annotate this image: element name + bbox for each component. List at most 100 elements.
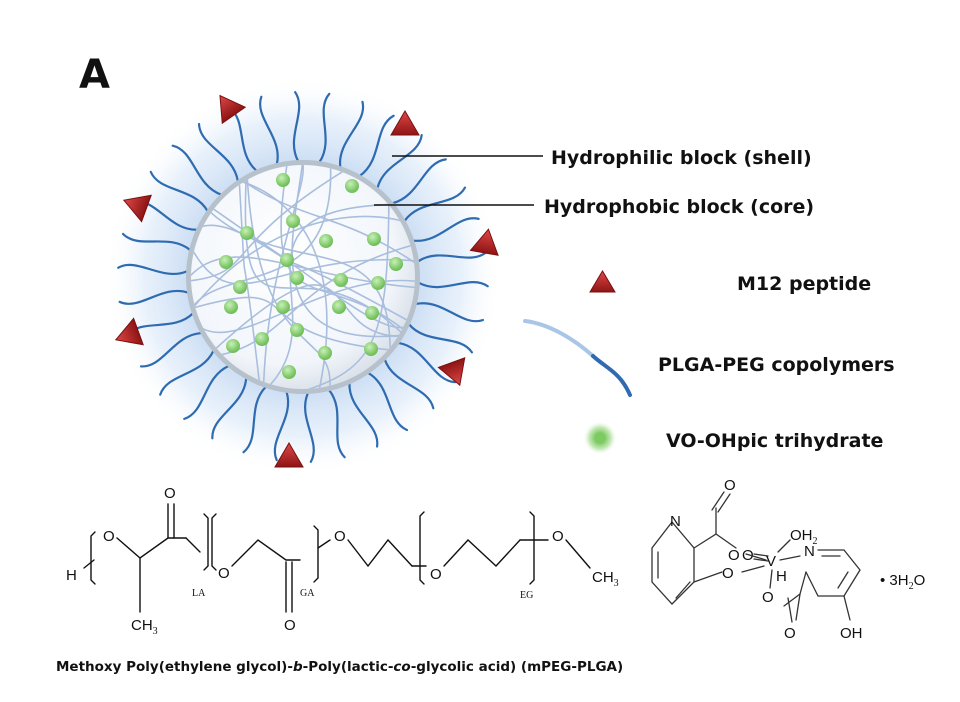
peg-chain bbox=[197, 122, 239, 183]
vo-ohpic-structure: N O O O O V OH2 H O N OH O • 3H2O bbox=[651, 477, 925, 642]
plga-strand bbox=[191, 165, 332, 315]
drug-bead bbox=[365, 306, 379, 320]
peg-chain bbox=[416, 251, 488, 263]
drug-bead bbox=[318, 346, 332, 360]
drug-bead bbox=[389, 257, 403, 271]
plga-segment-icon bbox=[523, 319, 595, 358]
peg-chain bbox=[412, 217, 480, 242]
ch3-group-2: CH3 bbox=[592, 569, 619, 589]
ga-subscript: GA bbox=[300, 588, 315, 599]
peg-chain bbox=[391, 158, 447, 205]
peg-chain bbox=[367, 371, 409, 432]
drug-bead bbox=[286, 214, 300, 228]
atom-o7: O bbox=[552, 528, 564, 545]
hydrate-label: • 3H2O bbox=[880, 572, 925, 592]
plga-strand bbox=[209, 284, 408, 354]
legend-peptide-label: M12 peptide bbox=[737, 273, 871, 295]
peg-chain bbox=[121, 232, 192, 252]
vo-atom-o-carbonyl1: O bbox=[724, 477, 736, 494]
peg-chain bbox=[318, 92, 331, 164]
drug-bead bbox=[226, 339, 240, 353]
peptide-triangle-icon bbox=[589, 270, 616, 293]
drug-bead bbox=[219, 255, 233, 269]
plga-strand bbox=[238, 175, 261, 389]
peg-chain bbox=[417, 281, 489, 289]
drug-bead bbox=[290, 271, 304, 285]
peg-chain bbox=[403, 186, 467, 223]
peg-chain bbox=[118, 289, 190, 305]
plga-strand bbox=[204, 206, 391, 360]
structure-caption: Methoxy Poly(ethylene glycol)-b-Poly(lac… bbox=[56, 659, 623, 675]
drug-bead bbox=[224, 300, 238, 314]
drug-bead bbox=[240, 226, 254, 240]
atom-o3: O bbox=[218, 565, 230, 582]
peg-chain bbox=[328, 388, 346, 459]
peg-chain bbox=[292, 91, 301, 163]
vo-atom-v: V bbox=[766, 553, 776, 570]
peg-segment-icon bbox=[591, 354, 632, 397]
drug-bead bbox=[276, 300, 290, 314]
atom-o1: O bbox=[103, 528, 115, 545]
vo-atom-n1: N bbox=[670, 513, 681, 530]
vo-atom-n2: N bbox=[804, 543, 815, 560]
peg-chain bbox=[211, 377, 248, 440]
panel-letter: A bbox=[79, 52, 110, 98]
plga-strand bbox=[191, 166, 351, 283]
drug-bead bbox=[233, 280, 247, 294]
legend: M12 peptide PLGA-PEG copolymers VO-OHpic… bbox=[523, 270, 895, 455]
atom-o2: O bbox=[164, 485, 176, 502]
drug-beads bbox=[219, 173, 403, 379]
m12-peptide-triangle bbox=[274, 442, 304, 468]
vo-atom-o2: O bbox=[722, 565, 734, 582]
peg-chain bbox=[407, 323, 474, 354]
drug-bead bbox=[334, 273, 348, 287]
atom-o4: O bbox=[284, 617, 296, 634]
peg-chain bbox=[259, 95, 279, 166]
m12-peptide-triangle bbox=[114, 317, 144, 346]
drug-bead bbox=[371, 276, 385, 290]
peg-chain bbox=[348, 382, 379, 448]
hydrophilic-label: Hydrophilic block (shell) bbox=[551, 147, 812, 169]
peg-chain bbox=[339, 100, 365, 169]
drug-bead bbox=[319, 234, 333, 248]
peg-chain bbox=[183, 364, 230, 420]
m12-peptide-triangle bbox=[219, 94, 247, 125]
peg-chain bbox=[414, 302, 485, 323]
plga-strand bbox=[263, 203, 399, 389]
hydrophobic-label: Hydrophobic block (core) bbox=[544, 196, 814, 218]
plga-strand bbox=[191, 224, 415, 329]
peg-chain bbox=[149, 170, 209, 213]
m12-peptide-triangle bbox=[437, 357, 466, 387]
atom-o5: O bbox=[334, 528, 346, 545]
m12-peptide-triangle bbox=[390, 110, 420, 136]
vo-atom-h: H bbox=[776, 568, 787, 585]
legend-copolymer-label: PLGA-PEG copolymers bbox=[658, 354, 895, 376]
plga-strand bbox=[236, 176, 415, 269]
peg-chain bbox=[358, 114, 395, 177]
vo-oh2: OH2 bbox=[790, 527, 818, 547]
vo-atom-o1: O bbox=[728, 547, 740, 564]
vo-atom-o3: O bbox=[762, 589, 774, 606]
mpeg-plga-structure: H O CH3 O LA O O GA O O EG O CH3 bbox=[66, 485, 619, 637]
drug-bead bbox=[282, 365, 296, 379]
ch3-group-1: CH3 bbox=[131, 617, 158, 637]
drug-bead bbox=[332, 300, 346, 314]
vo-atom-o-oxo: O bbox=[742, 547, 754, 564]
atom-o6: O bbox=[430, 566, 442, 583]
peg-chain bbox=[171, 144, 223, 196]
peg-chain bbox=[273, 390, 290, 462]
m12-peptide-triangle bbox=[469, 228, 499, 256]
vo-oh-group: OH bbox=[840, 625, 863, 642]
vo-atom-o-carbonyl2: O bbox=[784, 625, 796, 642]
peg-chain bbox=[383, 358, 435, 410]
drug-bead bbox=[364, 342, 378, 356]
peg-chain bbox=[376, 134, 423, 190]
drug-bead bbox=[255, 332, 269, 346]
la-subscript: LA bbox=[192, 588, 206, 599]
legend-drug-label: VO-OHpic trihydrate bbox=[666, 430, 883, 452]
peg-chain bbox=[397, 341, 457, 384]
peg-chain bbox=[242, 385, 267, 454]
atom-h: H bbox=[66, 567, 77, 584]
m12-peptide-triangle bbox=[122, 194, 152, 223]
